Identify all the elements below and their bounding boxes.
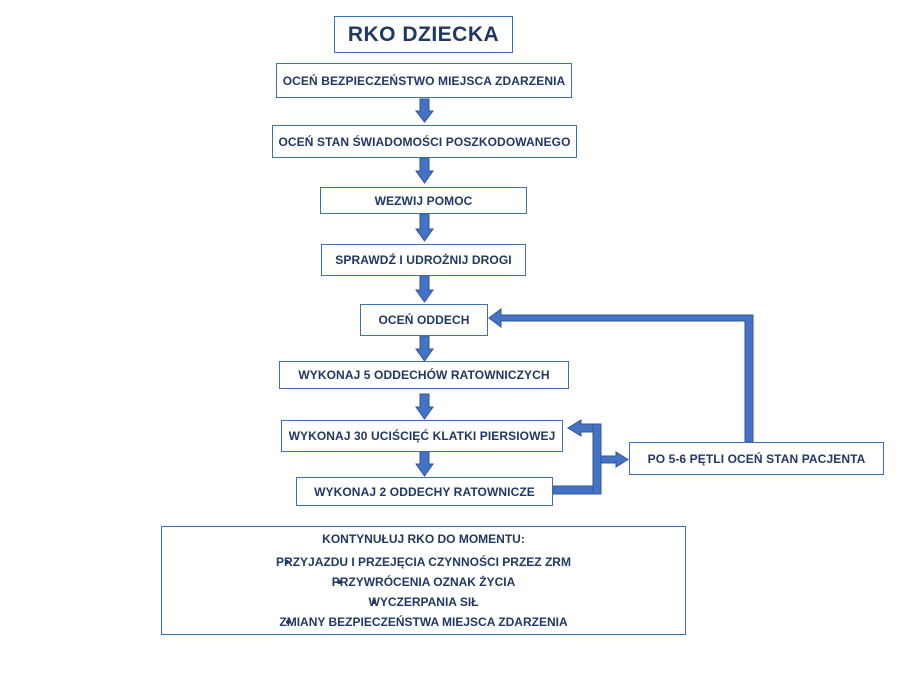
step-assess-consciousness: OCEŃ STAN ŚWIADOMOŚCI POSZKODOWANEGO: [272, 125, 577, 158]
bullet-icon: [337, 580, 341, 584]
list-item: PRZYJAZDU I PRZEJĘCIA CZYNNOŚCI PRZEZ ZR…: [162, 552, 685, 572]
continue-conditions-list: PRZYJAZDU I PRZEJĘCIA CZYNNOŚCI PRZEZ ZR…: [162, 552, 685, 632]
arrow-from-breaths: [552, 485, 594, 495]
list-item-label: WYCZERPANIA SIŁ: [368, 595, 479, 609]
continue-cpr-note: KONTYNUŁUJ RKO DO MOMENTU: PRZYJAZDU I P…: [161, 526, 686, 635]
continue-heading: KONTYNUŁUJ RKO DO MOMENTU:: [322, 532, 525, 546]
list-item-label: PRZYJAZDU I PRZEJĘCIA CZYNNOŚCI PRZEZ ZR…: [276, 555, 571, 569]
arrow-down: [415, 213, 434, 242]
page-title: RKO DZIECKA: [334, 16, 513, 53]
bullet-icon: [372, 600, 376, 604]
step-30-compressions: WYKONAJ 30 UCIŚCIĘĆ KLATKI PIERSIOWEJ: [281, 420, 563, 452]
step-reassess-patient: PO 5-6 PĘTLI OCEŃ STAN PACJENTA: [629, 442, 884, 475]
list-item: ZMIANY BEZPIECZEŃSTWA MIEJSCA ZDARZENIA: [162, 612, 685, 632]
step-open-airway: SPRAWDŹ I UDROŻNIJ DROGI: [321, 244, 526, 276]
arrow-down: [415, 275, 434, 303]
bullet-icon: [285, 560, 289, 564]
step-assess-breathing: OCEŃ ODDECH: [360, 304, 488, 336]
arrow-to-compressions: [567, 419, 594, 437]
step-call-help: WEZWIJ POMOC: [320, 187, 527, 214]
step-2-rescue-breaths: WYKONAJ 2 ODDECHY RATOWNICZE: [296, 477, 553, 506]
arrow-to-reassess: [600, 451, 629, 468]
arrow-down: [415, 157, 434, 184]
bracket-vertical: [592, 423, 602, 495]
list-item: WYCZERPANIA SIŁ: [162, 592, 685, 612]
list-item-label: PRZYWRÓCENIA OZNAK ŻYCIA: [331, 575, 516, 589]
step-assess-safety: OCEŃ BEZPIECZEŃSTWO MIEJSCA ZDARZENIA: [276, 63, 572, 98]
list-item-label: ZMIANY BEZPIECZEŃSTWA MIEJSCA ZDARZENIA: [279, 615, 568, 629]
arrow-down: [415, 335, 434, 362]
arrow-down: [415, 451, 434, 477]
step-5-rescue-breaths: WYKONAJ 5 ODDECHÓW RATOWNICZYCH: [279, 361, 569, 389]
arrow-down: [414, 98, 435, 123]
loop-back-arrow: [488, 308, 754, 443]
arrow-down: [415, 393, 434, 420]
list-item: PRZYWRÓCENIA OZNAK ŻYCIA: [162, 572, 685, 592]
bullet-icon: [286, 620, 290, 624]
